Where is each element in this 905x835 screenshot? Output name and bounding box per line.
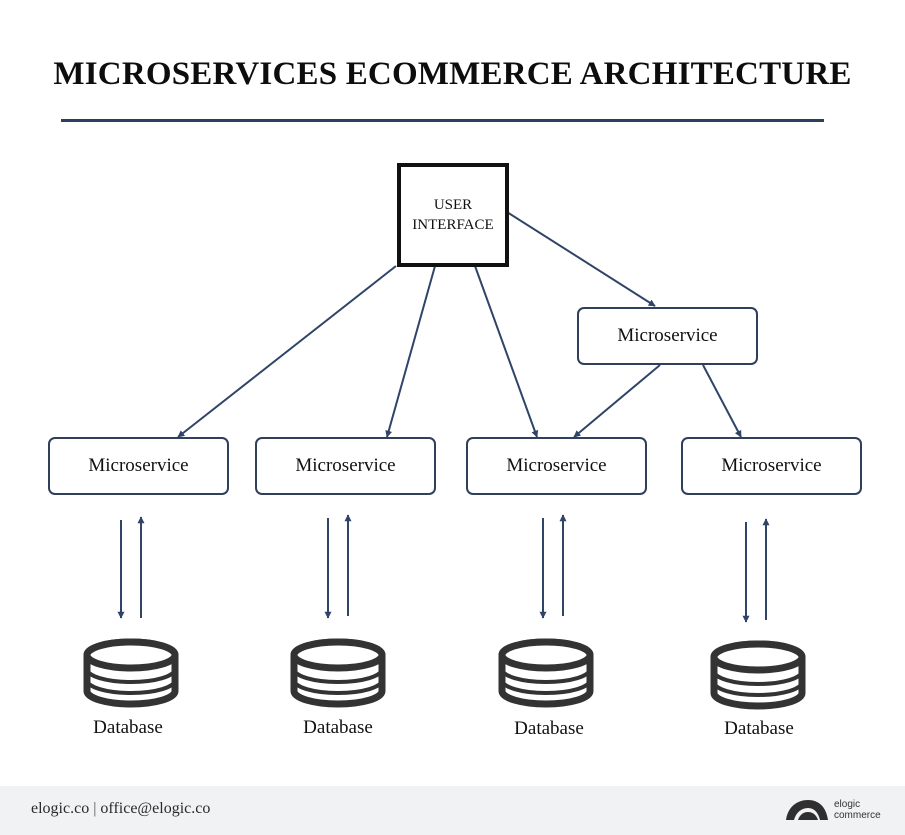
database-icon [498,638,594,708]
microservice-box-3: Microservice [466,437,647,495]
page-title: MICROSERVICES ECOMMERCE ARCHITECTURE [53,56,852,92]
microservice-box-4: Microservice [681,437,862,495]
microservice-box-2: Microservice [255,437,436,495]
footer-contact: elogic.co|office@elogic.co [31,800,210,818]
microservice-label: Microservice [617,325,718,346]
microservice-label: Microservice [88,455,189,476]
user-interface-label: USER INTERFACE [412,197,494,233]
microservice-box-1: Microservice [48,437,229,495]
user-interface-box: USER INTERFACE [397,163,509,267]
footer: elogic.co|office@elogic.co elogic commer… [0,786,905,835]
connector-ui-to-microservice-2 [385,265,436,438]
connector-microservice-top-to-microservice-3 [573,364,661,438]
database-label: Database [724,718,794,739]
database-icon [710,640,806,710]
connector-microservice-top-to-microservice-4 [702,364,742,438]
elogic-logo-icon [786,800,828,820]
microservice-label: Microservice [721,455,822,476]
connector-ui-to-microservice-3 [474,265,539,438]
connector-ui-to-microservice-top [506,211,656,307]
elogic-logo: elogic commerce [784,798,884,824]
database-label: Database [303,717,373,738]
footer-website-link[interactable]: elogic.co [31,800,90,817]
microservice-label: Microservice [506,455,607,476]
connector-ui-to-microservice-1 [177,265,397,438]
microservice-label: Microservice [295,455,396,476]
microservice-box-top: Microservice [577,307,758,365]
architecture-diagram [83,211,806,710]
footer-separator: | [93,800,97,817]
database-icon [83,638,179,708]
elogic-logo-text: elogic commerce [834,799,881,821]
footer-email-link[interactable]: office@elogic.co [100,800,211,817]
database-icon [290,638,386,708]
title-divider [61,119,824,122]
database-label: Database [93,717,163,738]
database-label: Database [514,718,584,739]
